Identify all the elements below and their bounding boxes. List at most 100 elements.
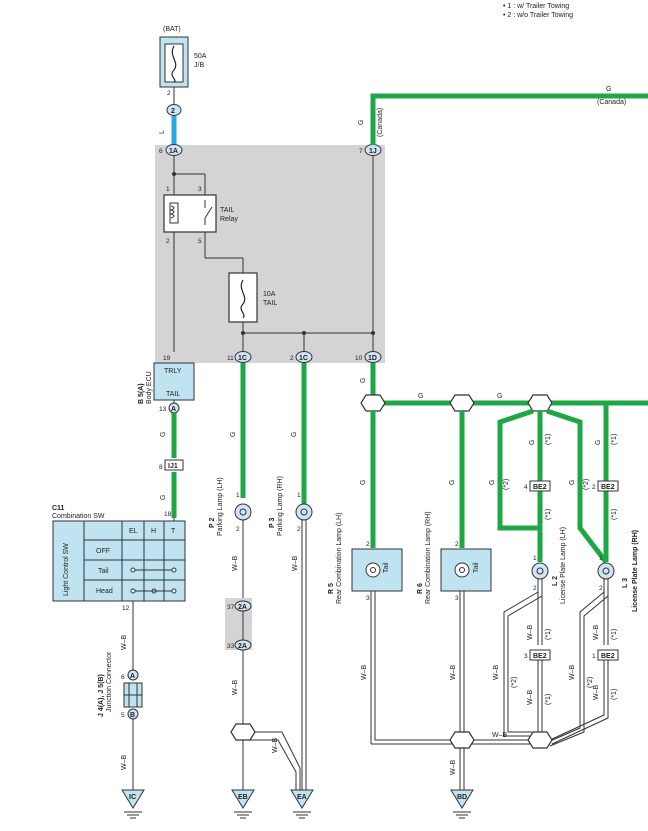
fuse-50a-jb: J/B [194, 62, 204, 69]
relay-pin-1: 1 [166, 186, 170, 193]
lic-lh-be2-bottom-num: 3 [524, 653, 528, 660]
fuse-50a [159, 36, 189, 88]
canada-label-side: (Canada) [377, 108, 384, 137]
rear-rh-wire-g: G [449, 480, 456, 485]
wire-l-label: L [159, 130, 166, 134]
body-ecu-pin-num: 13 [159, 406, 167, 413]
lic-rh-filament [602, 567, 610, 575]
jb-pin-1a-num: 6 [159, 148, 163, 155]
lic-lh-be2-top [529, 480, 551, 492]
lic-note-1a: (*1) [545, 434, 552, 445]
lic-rh-be2-top-label: BE2 [601, 484, 615, 491]
inline-2a-wire-wb: W–B [232, 680, 239, 696]
tail-relay [163, 194, 217, 233]
splice-bd-2 [527, 731, 553, 749]
wire-g-lic-alt-rh [546, 408, 608, 564]
battery-pin-top: 2 [167, 90, 171, 97]
jb-pin-1a [165, 144, 183, 156]
ecu-wire-g: G [160, 432, 167, 437]
ground-eb-label: EB [238, 794, 248, 801]
lic-note-1g: (*1) [611, 629, 618, 640]
ground-ic-label: IC [129, 794, 136, 801]
rear-lh-pin-bottom: 3 [366, 595, 370, 602]
ground-eb [231, 789, 255, 819]
ground-ic [121, 789, 145, 819]
rear-rh-bulb [454, 562, 470, 578]
legend-note-2: • 2 : w/o Trailer Towing [503, 12, 573, 19]
splice-g-2 [449, 394, 475, 412]
lic-lh-name: License Plate Lamp (LH) [560, 527, 567, 604]
lic-rh-be2-top [597, 480, 619, 492]
connector-bat [166, 104, 182, 116]
fuse-50a-rating: 50A [194, 53, 207, 60]
lic-lh-pin-top: 1 [533, 555, 537, 562]
combsw-ref: C11 [52, 505, 65, 512]
jb-bottom-pin-11-num: 11 [227, 355, 234, 362]
inline-2a-top-num: 37 [227, 604, 235, 611]
canada-label-top: (Canada) [597, 99, 626, 106]
lic-rh-be2-top-num: 2 [592, 484, 596, 491]
jb-node-1 [172, 172, 176, 176]
rear-rh-pin-top: 2 [455, 541, 459, 548]
connector-bat-label: 2 [171, 108, 175, 115]
lic-lh-wire-wb-2: W–B [493, 665, 500, 681]
fuse-10a [228, 272, 258, 323]
legend-note-1: • 1 : w/ Trailer Towing [503, 3, 569, 10]
jb-pin-1c-a [234, 351, 252, 363]
rear-rh-bulb-label: Tail [473, 562, 480, 573]
lic-note-1h: (*1) [611, 689, 618, 700]
wire-wb-lic-rh-5 [549, 660, 605, 741]
wire-wb-lic-lh-3 [503, 591, 539, 737]
bus-wire-g-3: G [497, 393, 502, 400]
lic-note-1d: (*1) [611, 509, 618, 520]
rear-lh-wire-g: G [360, 480, 367, 485]
jc-pin-a-label: A [130, 673, 135, 680]
lic-lh-be2-bottom [529, 649, 551, 661]
bus-wire-g-2: G [418, 393, 423, 400]
parking-rh-name: Parking Lamp (RH) [277, 476, 284, 536]
parking-lh-ref: P 2 [209, 518, 216, 528]
ground-bd [450, 789, 474, 819]
jb-bottom-pin-11-label: 1C [238, 355, 247, 362]
lic-lh-be2-top-num: 4 [524, 484, 528, 491]
combsw-wire-wb: W–B [121, 635, 128, 651]
jc-wire-wb: W–B [121, 755, 128, 771]
parking-lh-filament [239, 508, 247, 516]
combsw-row-tail: Tail [98, 568, 109, 575]
rear-lh-bulb-label: Tail [383, 562, 390, 573]
combination-switch [52, 520, 186, 602]
parking-rh-ref: P 3 [269, 518, 276, 528]
jb-pin-1d [364, 351, 382, 363]
jb-bottom-pin-10-num: 10 [355, 355, 363, 362]
fuse-10a-rating: 10A [263, 291, 276, 298]
body-ecu-term-2: TAIL [166, 391, 180, 398]
lic-alt-wire-g-2: G [569, 480, 576, 485]
wire-wb-lic-rh-4 [549, 595, 609, 747]
lic-note-2a: (*2) [503, 479, 510, 490]
wire-g-lic-alt-lh [497, 408, 540, 531]
body-ecu-ref: B 5(A) [138, 383, 145, 404]
lic-wire-g-2: G [595, 440, 602, 445]
body-ecu-term-1: TRLY [164, 368, 182, 375]
lic-lh-filament [536, 567, 544, 575]
combsw-col-el: EL [129, 528, 138, 535]
body-ecu-pin-label: A [171, 406, 176, 413]
combsw-row-head: Head [96, 588, 113, 595]
parking-lh-wire-g: G [230, 432, 237, 437]
combsw-col-t: T [171, 528, 176, 535]
inline-2a-bottom-label: 2A [238, 643, 247, 650]
bd-bus-wire-wb: W–B [492, 732, 508, 739]
jb-node-3 [302, 331, 306, 335]
jb-bottom-pin-10-label: 1D [368, 355, 377, 362]
parking-rh-wire-wb: W–B [292, 556, 299, 572]
jc-pin-b-label: B [130, 712, 135, 719]
wire-wb-lic-rh-3 [547, 591, 605, 743]
ground-ea [290, 789, 314, 819]
body-ecu-name: Body ECU [146, 371, 153, 404]
rear-rh-wire-wb: W–B [450, 665, 457, 681]
wire-splice-ea-1 [255, 731, 301, 790]
parking-rh-filament [300, 508, 308, 516]
lic-rh-wire-wb-1: W–B [593, 625, 600, 641]
lic-note-1f: (*1) [545, 694, 552, 705]
inline-2a-wire-side: W–B [272, 738, 279, 754]
